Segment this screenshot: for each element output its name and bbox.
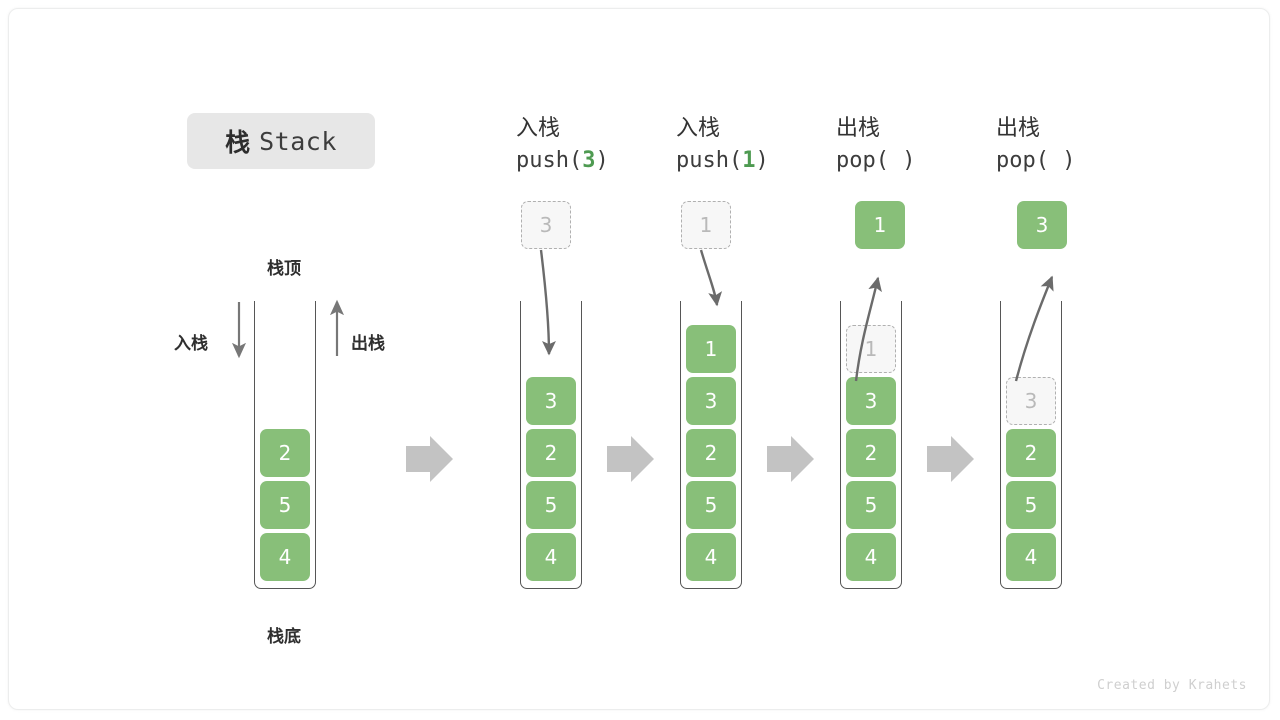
stack-cell: 1	[846, 325, 896, 373]
stack-walls	[254, 301, 316, 589]
stack-cell: 5	[846, 481, 896, 529]
stack-cell: 2	[1006, 429, 1056, 477]
reference-stack-cell: 4	[260, 533, 310, 581]
stack-cell: 2	[846, 429, 896, 477]
operation-label-code: push(1)	[676, 148, 769, 173]
separator-arrow-1	[406, 436, 453, 482]
stack-cell: 3	[1006, 377, 1056, 425]
stack-cell: 3	[526, 377, 576, 425]
floating-element-3: 3	[1017, 201, 1067, 249]
separator-arrow-4	[927, 436, 974, 482]
stack-cell: 4	[526, 533, 576, 581]
stack-top-label: 栈顶	[267, 259, 301, 279]
operation-label-code: pop( )	[996, 148, 1076, 173]
operation-header-1: 入栈 push(1)	[676, 114, 836, 178]
stack-cell: 4	[686, 533, 736, 581]
stack-walls	[520, 301, 582, 589]
operation-argument: 1	[742, 148, 756, 173]
stack-cell: 3	[846, 377, 896, 425]
stack-cell: 2	[526, 429, 576, 477]
operation-argument: 3	[582, 148, 596, 173]
title-badge-cjk: 栈	[225, 128, 251, 157]
operation-header-0: 入栈 push(3)	[516, 114, 676, 178]
stack-cell: 4	[846, 533, 896, 581]
floating-element-2: 1	[855, 201, 905, 249]
operation-label-cjk: 出栈	[836, 116, 881, 141]
reference-stack-cell: 2	[260, 429, 310, 477]
title-badge-latin: Stack	[259, 126, 337, 156]
operation-label-cjk: 出栈	[996, 116, 1041, 141]
separator-arrow-3	[767, 436, 814, 482]
operation-label-cjk: 入栈	[516, 116, 561, 141]
stack-cell: 2	[686, 429, 736, 477]
stack-bottom-label: 栈底	[267, 627, 301, 647]
floating-element-1: 1	[681, 201, 731, 249]
title-badge: 栈 Stack	[187, 113, 375, 169]
floating-element-0: 3	[521, 201, 571, 249]
stack-cell: 1	[686, 325, 736, 373]
stack-walls	[840, 301, 902, 589]
watermark: Created by Krahets	[1097, 678, 1247, 693]
operation-label-code: pop( )	[836, 148, 916, 173]
pop-direction-label: 出栈	[351, 334, 385, 354]
stack-walls	[680, 301, 742, 589]
reference-stack-cell: 5	[260, 481, 310, 529]
stack-cell: 3	[686, 377, 736, 425]
operation-label-code: push(3)	[516, 148, 609, 173]
stack-cell: 5	[526, 481, 576, 529]
operation-header-2: 出栈 pop( )	[836, 114, 996, 178]
stack-cell: 5	[1006, 481, 1056, 529]
separator-arrow-2	[607, 436, 654, 482]
push-direction-label: 入栈	[174, 334, 208, 354]
stack-cell: 5	[686, 481, 736, 529]
stack-cell: 4	[1006, 533, 1056, 581]
stack-walls	[1000, 301, 1062, 589]
operation-label-cjk: 入栈	[676, 116, 721, 141]
operation-header-3: 出栈 pop( )	[996, 114, 1156, 178]
motion-arrow-push-1	[699, 249, 723, 307]
